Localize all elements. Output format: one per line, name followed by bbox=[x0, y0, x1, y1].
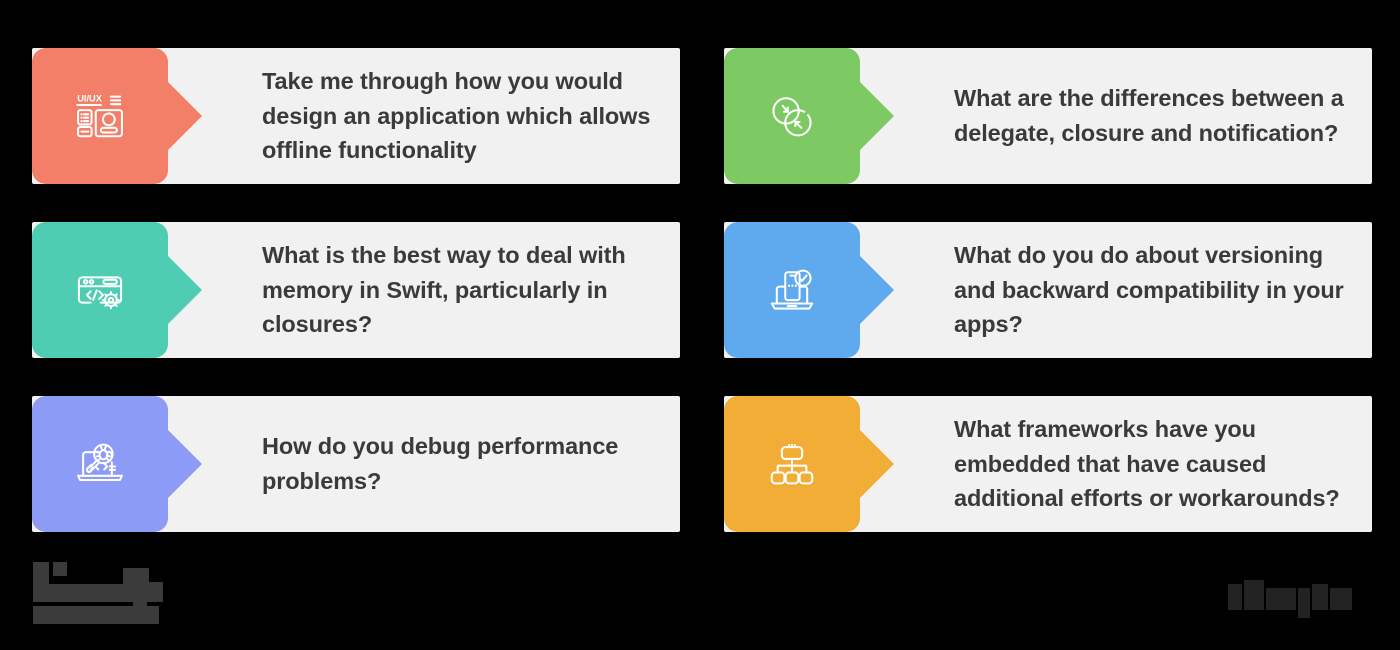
question-card-grid: UI/UX bbox=[32, 48, 1372, 532]
laptop-phone-check-icon bbox=[770, 269, 814, 310]
code-window-gear-icon bbox=[77, 276, 123, 310]
card-accent-block bbox=[724, 396, 860, 532]
card-accent-block bbox=[32, 396, 168, 532]
card-accent-block bbox=[724, 222, 860, 358]
card-question-text: What do you do about versioning and back… bbox=[954, 241, 1344, 338]
overlapping-circles-arrows-icon bbox=[772, 97, 812, 137]
footer-logo-right bbox=[1228, 578, 1368, 618]
question-card[interactable]: UI/UX bbox=[32, 48, 680, 184]
card-question-text: What is the best way to deal with memory… bbox=[262, 241, 626, 338]
question-card[interactable]: What is the best way to deal with memory… bbox=[32, 222, 680, 358]
card-question-text: How do you debug performance problems? bbox=[262, 433, 619, 494]
question-card[interactable]: What frameworks have you embedded that h… bbox=[724, 396, 1372, 532]
card-accent-block: UI/UX bbox=[32, 48, 168, 184]
ui-ux-wireframe-icon: UI/UX bbox=[76, 94, 123, 138]
card-accent-block bbox=[32, 222, 168, 358]
card-question-text: What frameworks have you embedded that h… bbox=[954, 415, 1340, 512]
card-question-text: What are the differences between a deleg… bbox=[954, 85, 1344, 146]
card-accent-block bbox=[724, 48, 860, 184]
laptop-bug-magnifier-icon bbox=[77, 443, 123, 482]
question-card[interactable]: How do you debug performance problems? bbox=[32, 396, 680, 532]
question-card[interactable]: What do you do about versioning and back… bbox=[724, 222, 1372, 358]
sitemap-hierarchy-icon bbox=[770, 444, 814, 485]
question-card[interactable]: What are the differences between a deleg… bbox=[724, 48, 1372, 184]
footer-logo-left bbox=[33, 562, 203, 630]
svg-text:UI/UX: UI/UX bbox=[77, 94, 103, 104]
card-question-text: Take me through how you would design an … bbox=[262, 67, 651, 164]
